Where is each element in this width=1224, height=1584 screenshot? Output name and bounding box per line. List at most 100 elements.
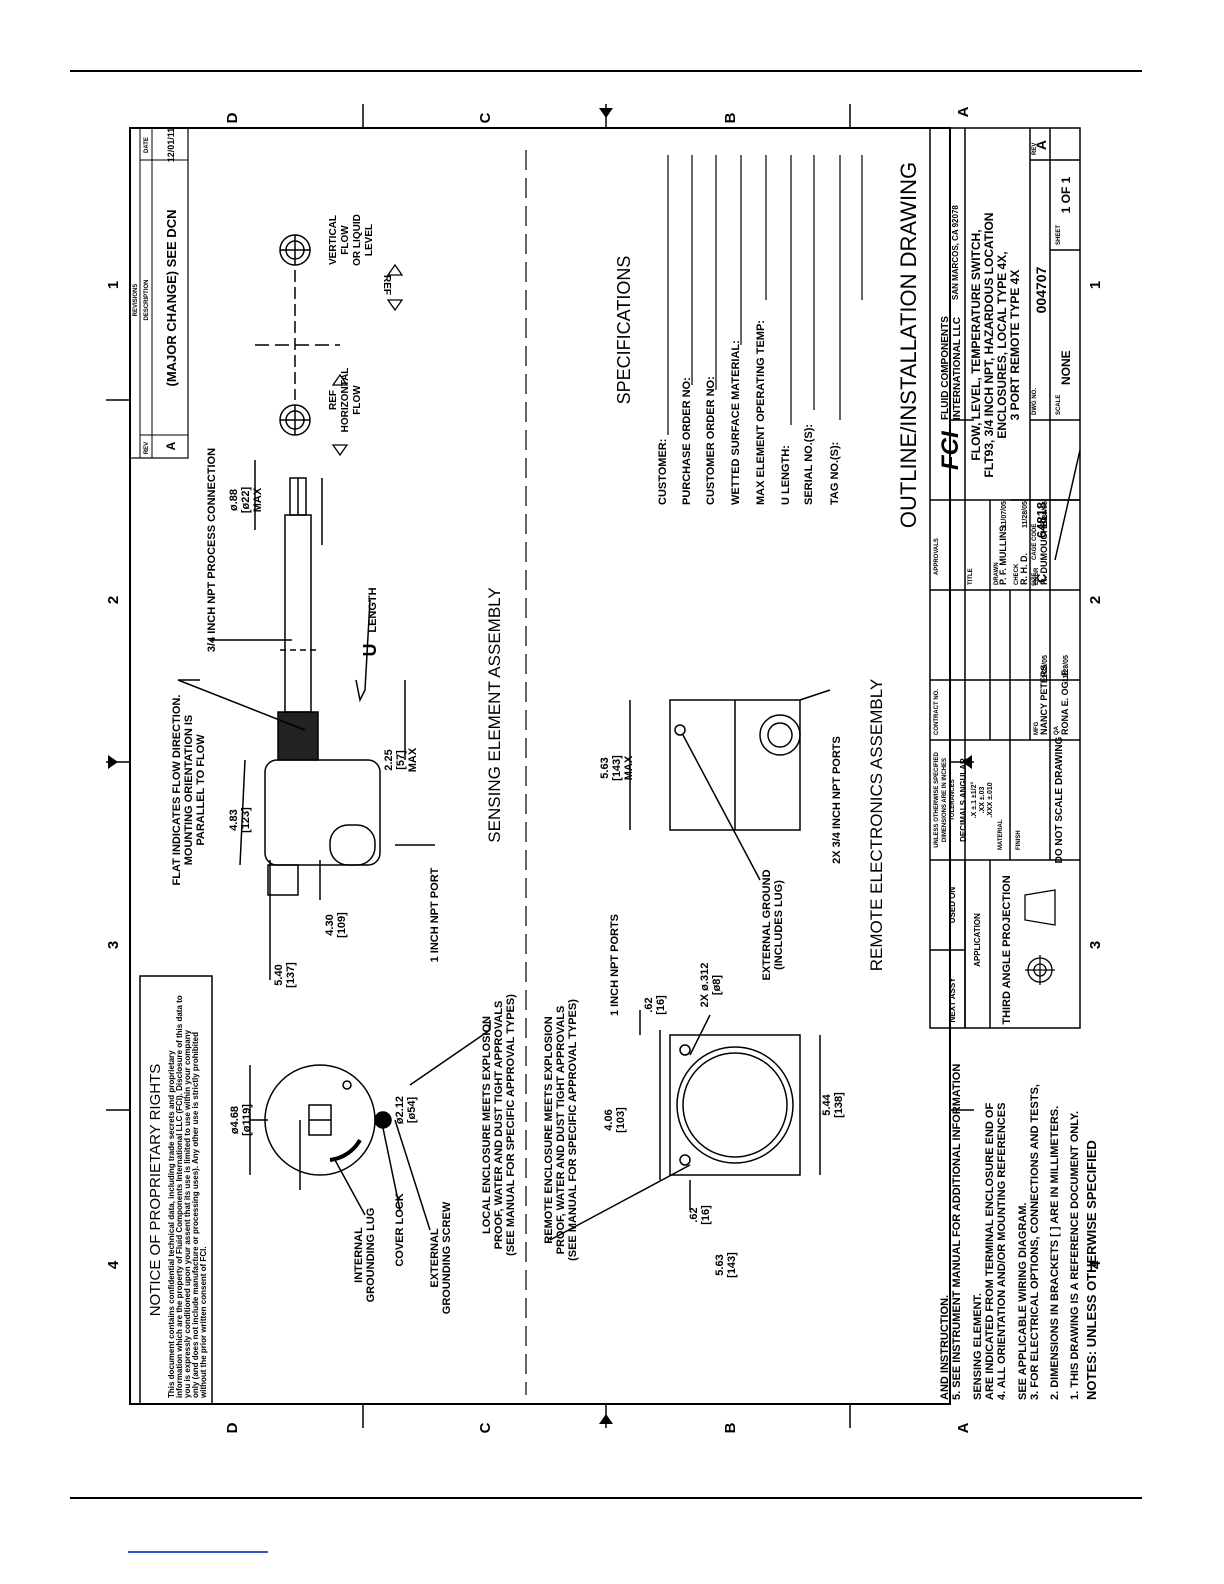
- zone-row-b-top: B: [722, 112, 739, 123]
- dim-4-30: 4.30: [324, 914, 336, 935]
- title-line-1: FLOW, LEVEL, TEMPERATURE SWITCH,: [969, 229, 983, 460]
- internal-lug-label-2: GROUNDING LUG: [365, 1208, 377, 1303]
- horizontal-ref-label: REF: [328, 390, 339, 410]
- material-label: MATERIAL: [998, 819, 1004, 850]
- npt-process-connection-label: 3/4 INCH NPT PROCESS CONNECTION: [206, 448, 218, 652]
- dim-4-30-mm: [109]: [336, 912, 348, 938]
- notice-line-1: This document contains confidential tech…: [167, 1050, 176, 1398]
- dim-0-88: ø.88: [228, 489, 240, 511]
- zone-row-c-top: C: [477, 112, 494, 123]
- spec-tag-no: TAG NO.(S):: [829, 442, 841, 505]
- zone-row-d-top: D: [224, 112, 241, 123]
- title-block-frame: [929, 127, 1081, 1029]
- notes-header: NOTES: UNLESS OTHERWISE SPECIFIED: [1084, 1140, 1099, 1400]
- company-name-2: INTERNATIONAL LLC: [952, 317, 963, 420]
- zone-row-a-bottom: A: [955, 1422, 972, 1433]
- flat-note-3: PARALLEL TO FLOW: [195, 734, 207, 846]
- title-label: TITLE: [968, 568, 974, 585]
- tolerance-line-4: DECIMALS ANGULAR: [959, 758, 968, 842]
- zone-row-a-top: A: [955, 106, 972, 117]
- npt-3-4-ports-label: 2X 3/4 INCH NPT PORTS: [831, 736, 843, 864]
- drawn-label: DRAWN: [994, 562, 1000, 585]
- flat-note-1: FLAT INDICATES FLOW DIRECTION.: [171, 695, 183, 886]
- flow-symbols: [255, 234, 340, 436]
- notice-line-3: you is expressly conditioned upon your a…: [183, 1029, 192, 1398]
- note-1: 1. THIS DRAWING IS A REFERENCE DOCUMENT …: [1069, 1111, 1081, 1400]
- remote-assembly-title: REMOTE ELECTRONICS ASSEMBLY: [867, 679, 886, 972]
- local-enclosure-top-view: [249, 1020, 491, 1231]
- spec-customer-order: CUSTOMER ORDER NO:: [705, 376, 717, 505]
- desc-col-header: DESCRIPTION: [144, 279, 150, 320]
- third-angle-symbol: [1024, 889, 1056, 985]
- notice-line-5: without the prior written consent of FCI…: [199, 1246, 208, 1399]
- bottom-rule: [70, 1497, 1142, 1499]
- spec-fill-lines: [667, 155, 863, 435]
- local-enclosure-note-3: (SEE MANUAL FOR SPECIFIC APPROVAL TYPES): [505, 994, 517, 1256]
- revisions-box: [129, 127, 189, 459]
- approvals-label: APPROVALS: [934, 538, 940, 575]
- u-length-label: U: [360, 644, 380, 657]
- horizontal-label: HORIZONTAL: [340, 368, 351, 433]
- remote-enclosure-note-3: (SEE MANUAL FOR SPECIFIC APPROVAL TYPES): [567, 999, 579, 1261]
- scale-label: SCALE: [1056, 395, 1062, 415]
- dim-5-44: 5.44: [821, 1093, 833, 1115]
- specifications-title: SPECIFICATIONS: [614, 256, 634, 405]
- dim-4-68-mm: [ø119]: [241, 1104, 253, 1136]
- notice-line-2: information which are the property of Fl…: [175, 995, 184, 1398]
- dim-5-63-b-max: MAX: [623, 755, 635, 780]
- zone-col-2-left: 2: [105, 596, 122, 604]
- scale-value: NONE: [1059, 350, 1073, 385]
- dim-5-63-b-mm: [143]: [611, 755, 623, 781]
- rev-value: A: [1033, 140, 1049, 150]
- title-line-4: 3 PORT REMOTE TYPE 4X: [1008, 270, 1022, 421]
- spec-purchase-order: PURCHASE ORDER NO:: [681, 377, 693, 505]
- flow-arrows: [331, 263, 404, 457]
- dim-5-44-mm: [138]: [833, 1092, 845, 1118]
- revisions-header: REVISIONS: [133, 284, 139, 317]
- spec-wetted-material: WETTED SURFACE MATERIAL:: [730, 340, 742, 505]
- mfg-name: NANCY PETERS: [1039, 665, 1049, 735]
- sensing-element-side-view: [177, 460, 435, 980]
- company-city: SAN MARCOS, CA 92078: [951, 205, 960, 300]
- dim-2-25-max: MAX: [407, 747, 419, 772]
- rev-label: REV: [1032, 143, 1038, 155]
- npt-port-label: 1 INCH NPT PORT: [429, 867, 441, 962]
- zone-ticks: [106, 104, 974, 1428]
- external-screw-label-1: EXTERNAL: [429, 1228, 441, 1288]
- size-value: C: [1034, 573, 1049, 583]
- revision-description: (MAJOR CHANGE) SEE DCN: [164, 210, 179, 387]
- internal-lug-label-1: INTERNAL: [353, 1227, 365, 1283]
- zone-col-3-right: 3: [1087, 941, 1104, 949]
- dim-5-63-a: 5.63: [714, 1254, 726, 1275]
- drawing-title: OUTLINE/INSTALLATION DRAWING: [896, 162, 921, 528]
- dim-5-63-b: 5.63: [599, 757, 611, 778]
- remote-enclosure-side-view: [629, 689, 831, 881]
- dim-0-312: 2X ø.312: [699, 963, 711, 1008]
- note-5-line-2: AND INSTRUCTION.: [939, 1295, 951, 1400]
- dim-0-62-a: .62: [643, 997, 655, 1012]
- dim-0-62-a-mm: [16]: [655, 995, 667, 1015]
- dim-2-25-mm: [57]: [395, 750, 407, 770]
- engr-label: ENGR: [1034, 567, 1040, 585]
- dim-4-06: 4.06: [603, 1109, 615, 1130]
- vertical-label-2: FLOW: [340, 225, 351, 255]
- zone-arrows: [108, 108, 972, 1424]
- check-label: CHECK: [1014, 563, 1020, 585]
- zone-row-d-bottom: D: [224, 1422, 241, 1433]
- sensing-assembly-title: SENSING ELEMENT ASSEMBLY: [485, 587, 504, 842]
- vertical-ref-label: REF: [381, 275, 392, 295]
- drawn-name: P. F. MULLINS: [998, 526, 1008, 585]
- check-date: 11/28/05: [1022, 501, 1029, 528]
- engr-date: 11/28/05: [1042, 501, 1049, 528]
- remote-enclosure-note-1: REMOTE ENCLOSURE MEETS EXPLOSION: [543, 1016, 555, 1243]
- vertical-label-1: VERTICAL: [328, 215, 339, 265]
- qa-name: RONA E. OGLE: [1060, 670, 1070, 735]
- footer-link-underline[interactable]: [128, 1551, 268, 1553]
- external-ground-label-2: (INCLUDES LUG): [773, 880, 785, 970]
- horizontal-flow-label: FLOW: [352, 385, 363, 415]
- sheet-label: SHEET: [1056, 225, 1062, 245]
- dim-4-83-mm: [123]: [240, 807, 252, 833]
- tolerance-line-2: DIMENSIONS ARE IN INCHES: [942, 758, 948, 842]
- note-2: 2. DIMENSIONS IN BRACKETS [ ] ARE IN MIL…: [1049, 1106, 1061, 1400]
